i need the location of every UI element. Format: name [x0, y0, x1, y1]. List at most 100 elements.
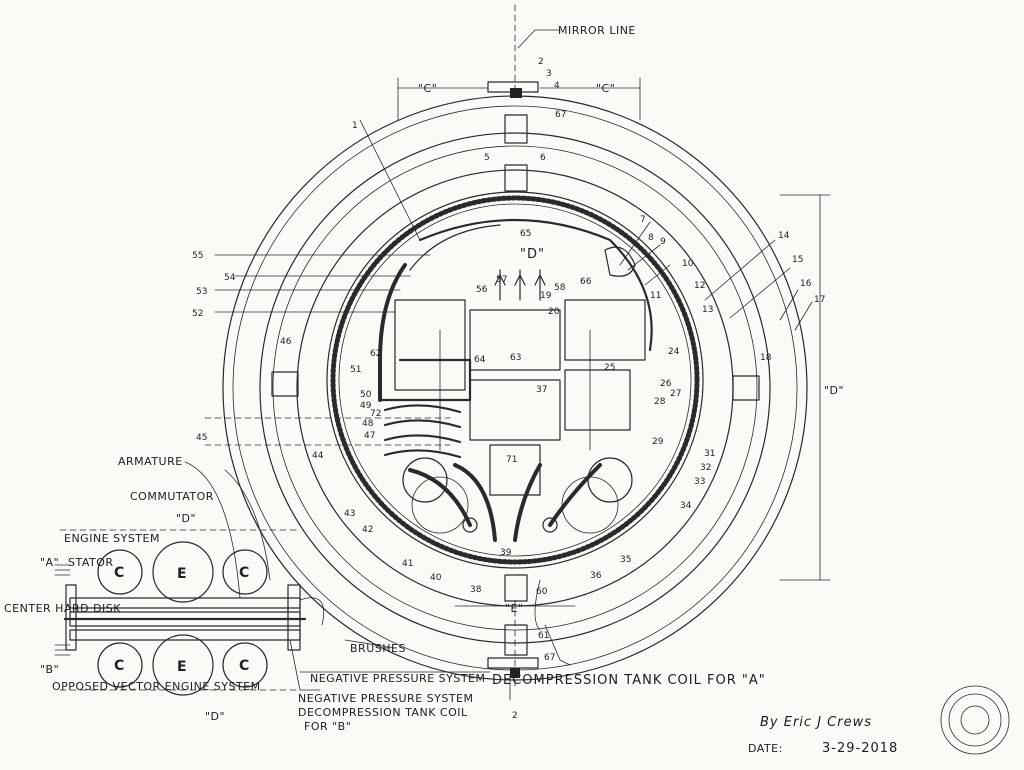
circle-letter-e: E [177, 566, 187, 582]
armature-label: ARMATURE [118, 455, 183, 468]
part-number: 55 [192, 251, 203, 261]
marker-a-label: "A" [40, 556, 59, 569]
part-number: 67 [544, 653, 555, 663]
part-number: 50 [360, 390, 372, 400]
inner-mechanism [378, 218, 653, 542]
part-number: 6 [540, 153, 546, 163]
part-number: 40 [430, 573, 442, 583]
for-b-label: FOR "B" [304, 720, 351, 733]
seal-stamp [940, 685, 1010, 755]
opposed-vector-label: OPPOSED VECTOR ENGINE SYSTEM [52, 680, 261, 693]
part-number: 54 [224, 273, 236, 283]
part-number: 27 [670, 389, 681, 399]
part-number: 64 [474, 355, 486, 365]
engine-system-label: ENGINE SYSTEM [64, 532, 160, 545]
part-number: 8 [648, 233, 654, 243]
part-number: 12 [694, 281, 705, 291]
date-value: 3-29-2018 [822, 741, 898, 756]
circle-letter-c: C [114, 658, 124, 674]
part-number: 38 [470, 585, 482, 595]
part-number: 18 [760, 353, 772, 363]
commutator-label: COMMUTATOR [130, 490, 214, 503]
part-number: 29 [652, 437, 664, 447]
part-number: 37 [536, 385, 547, 395]
part-number: 15 [792, 255, 803, 265]
part-number: 16 [800, 279, 812, 289]
decompression-b-label: DECOMPRESSION TANK COIL [298, 706, 468, 719]
part-numbers: 1 2 3 4 67 5 6 7 8 9 10 11 12 13 14 15 1… [192, 57, 825, 721]
part-number: 51 [350, 365, 361, 375]
outer-rings [222, 95, 808, 681]
part-number: 31 [704, 449, 715, 459]
circle-letter-c: C [239, 565, 249, 581]
part-number: 63 [510, 353, 521, 363]
neg-pressure-b-label: NEGATIVE PRESSURE SYSTEM [298, 692, 474, 705]
part-number: 67 [555, 110, 566, 120]
stator-label: STATOR [68, 556, 114, 569]
part-number: 32 [700, 463, 711, 473]
part-number: 19 [540, 291, 552, 301]
part-number: 36 [590, 571, 602, 581]
zone-d-center-label: "D" [520, 247, 545, 262]
dim-d-right-label: "D" [824, 384, 844, 397]
part-number: 47 [364, 431, 375, 441]
part-number: 28 [654, 397, 666, 407]
circle-letter-c: C [114, 565, 124, 581]
part-number: 61 [538, 631, 549, 641]
part-number: 1 [352, 121, 358, 131]
part-number: 56 [476, 285, 488, 295]
leader-lines [214, 119, 813, 701]
marker-b-label: "B" [40, 663, 59, 676]
part-number: 33 [694, 477, 705, 487]
part-number: 26 [660, 379, 672, 389]
center-hard-disk-label: CENTER HARD DISK [4, 602, 121, 615]
engine-system [54, 461, 325, 696]
part-number: 49 [360, 401, 372, 411]
part-number: 62 [370, 349, 381, 359]
part-number: 58 [554, 283, 566, 293]
part-number: 7 [640, 215, 646, 225]
text-labels: MIRROR LINE "C" "C" "D" "D" "D" "D" "E" … [4, 24, 898, 756]
signature: By Eric J Crews [760, 715, 872, 730]
part-number: 65 [520, 229, 531, 239]
part-number: 17 [814, 295, 825, 305]
part-number: 46 [280, 337, 292, 347]
circle-letter-c: C [239, 658, 249, 674]
mirror-line-label: MIRROR LINE [558, 24, 636, 37]
part-number: 3 [546, 69, 552, 79]
part-number: 14 [778, 231, 790, 241]
part-number: 34 [680, 501, 692, 511]
part-number: 4 [554, 81, 560, 91]
part-number: 41 [402, 559, 413, 569]
decompression-a-label: DECOMPRESSION TANK COIL FOR "A" [492, 673, 766, 688]
part-number: 72 [370, 409, 381, 419]
dimension-lines [59, 77, 831, 691]
part-number: 25 [604, 363, 615, 373]
circle-letter-e: E [177, 659, 187, 675]
gear-ring [326, 191, 704, 569]
dim-e-bottom-label: "E" [505, 602, 524, 615]
part-number: 44 [312, 451, 324, 461]
part-number: 43 [344, 509, 355, 519]
part-number: 52 [192, 309, 203, 319]
part-number: 10 [682, 259, 694, 269]
dim-c-right-label: "C" [596, 82, 615, 95]
part-number: 60 [536, 587, 548, 597]
part-number: 20 [548, 307, 560, 317]
part-number: 42 [362, 525, 373, 535]
part-number: 24 [668, 347, 680, 357]
part-number: 66 [580, 277, 592, 287]
part-number: 2 [538, 57, 544, 67]
part-number: 11 [650, 291, 661, 301]
engine-circle-letters: C E C C E C [114, 565, 249, 675]
part-number: 9 [660, 237, 666, 247]
part-number: 35 [620, 555, 631, 565]
part-number: 5 [484, 153, 490, 163]
part-number: 57 [496, 275, 507, 285]
zone-d-bottom-label: "D" [205, 710, 225, 723]
part-number: 71 [506, 455, 517, 465]
part-number: 48 [362, 419, 374, 429]
dim-c-left-label: "C" [418, 82, 437, 95]
